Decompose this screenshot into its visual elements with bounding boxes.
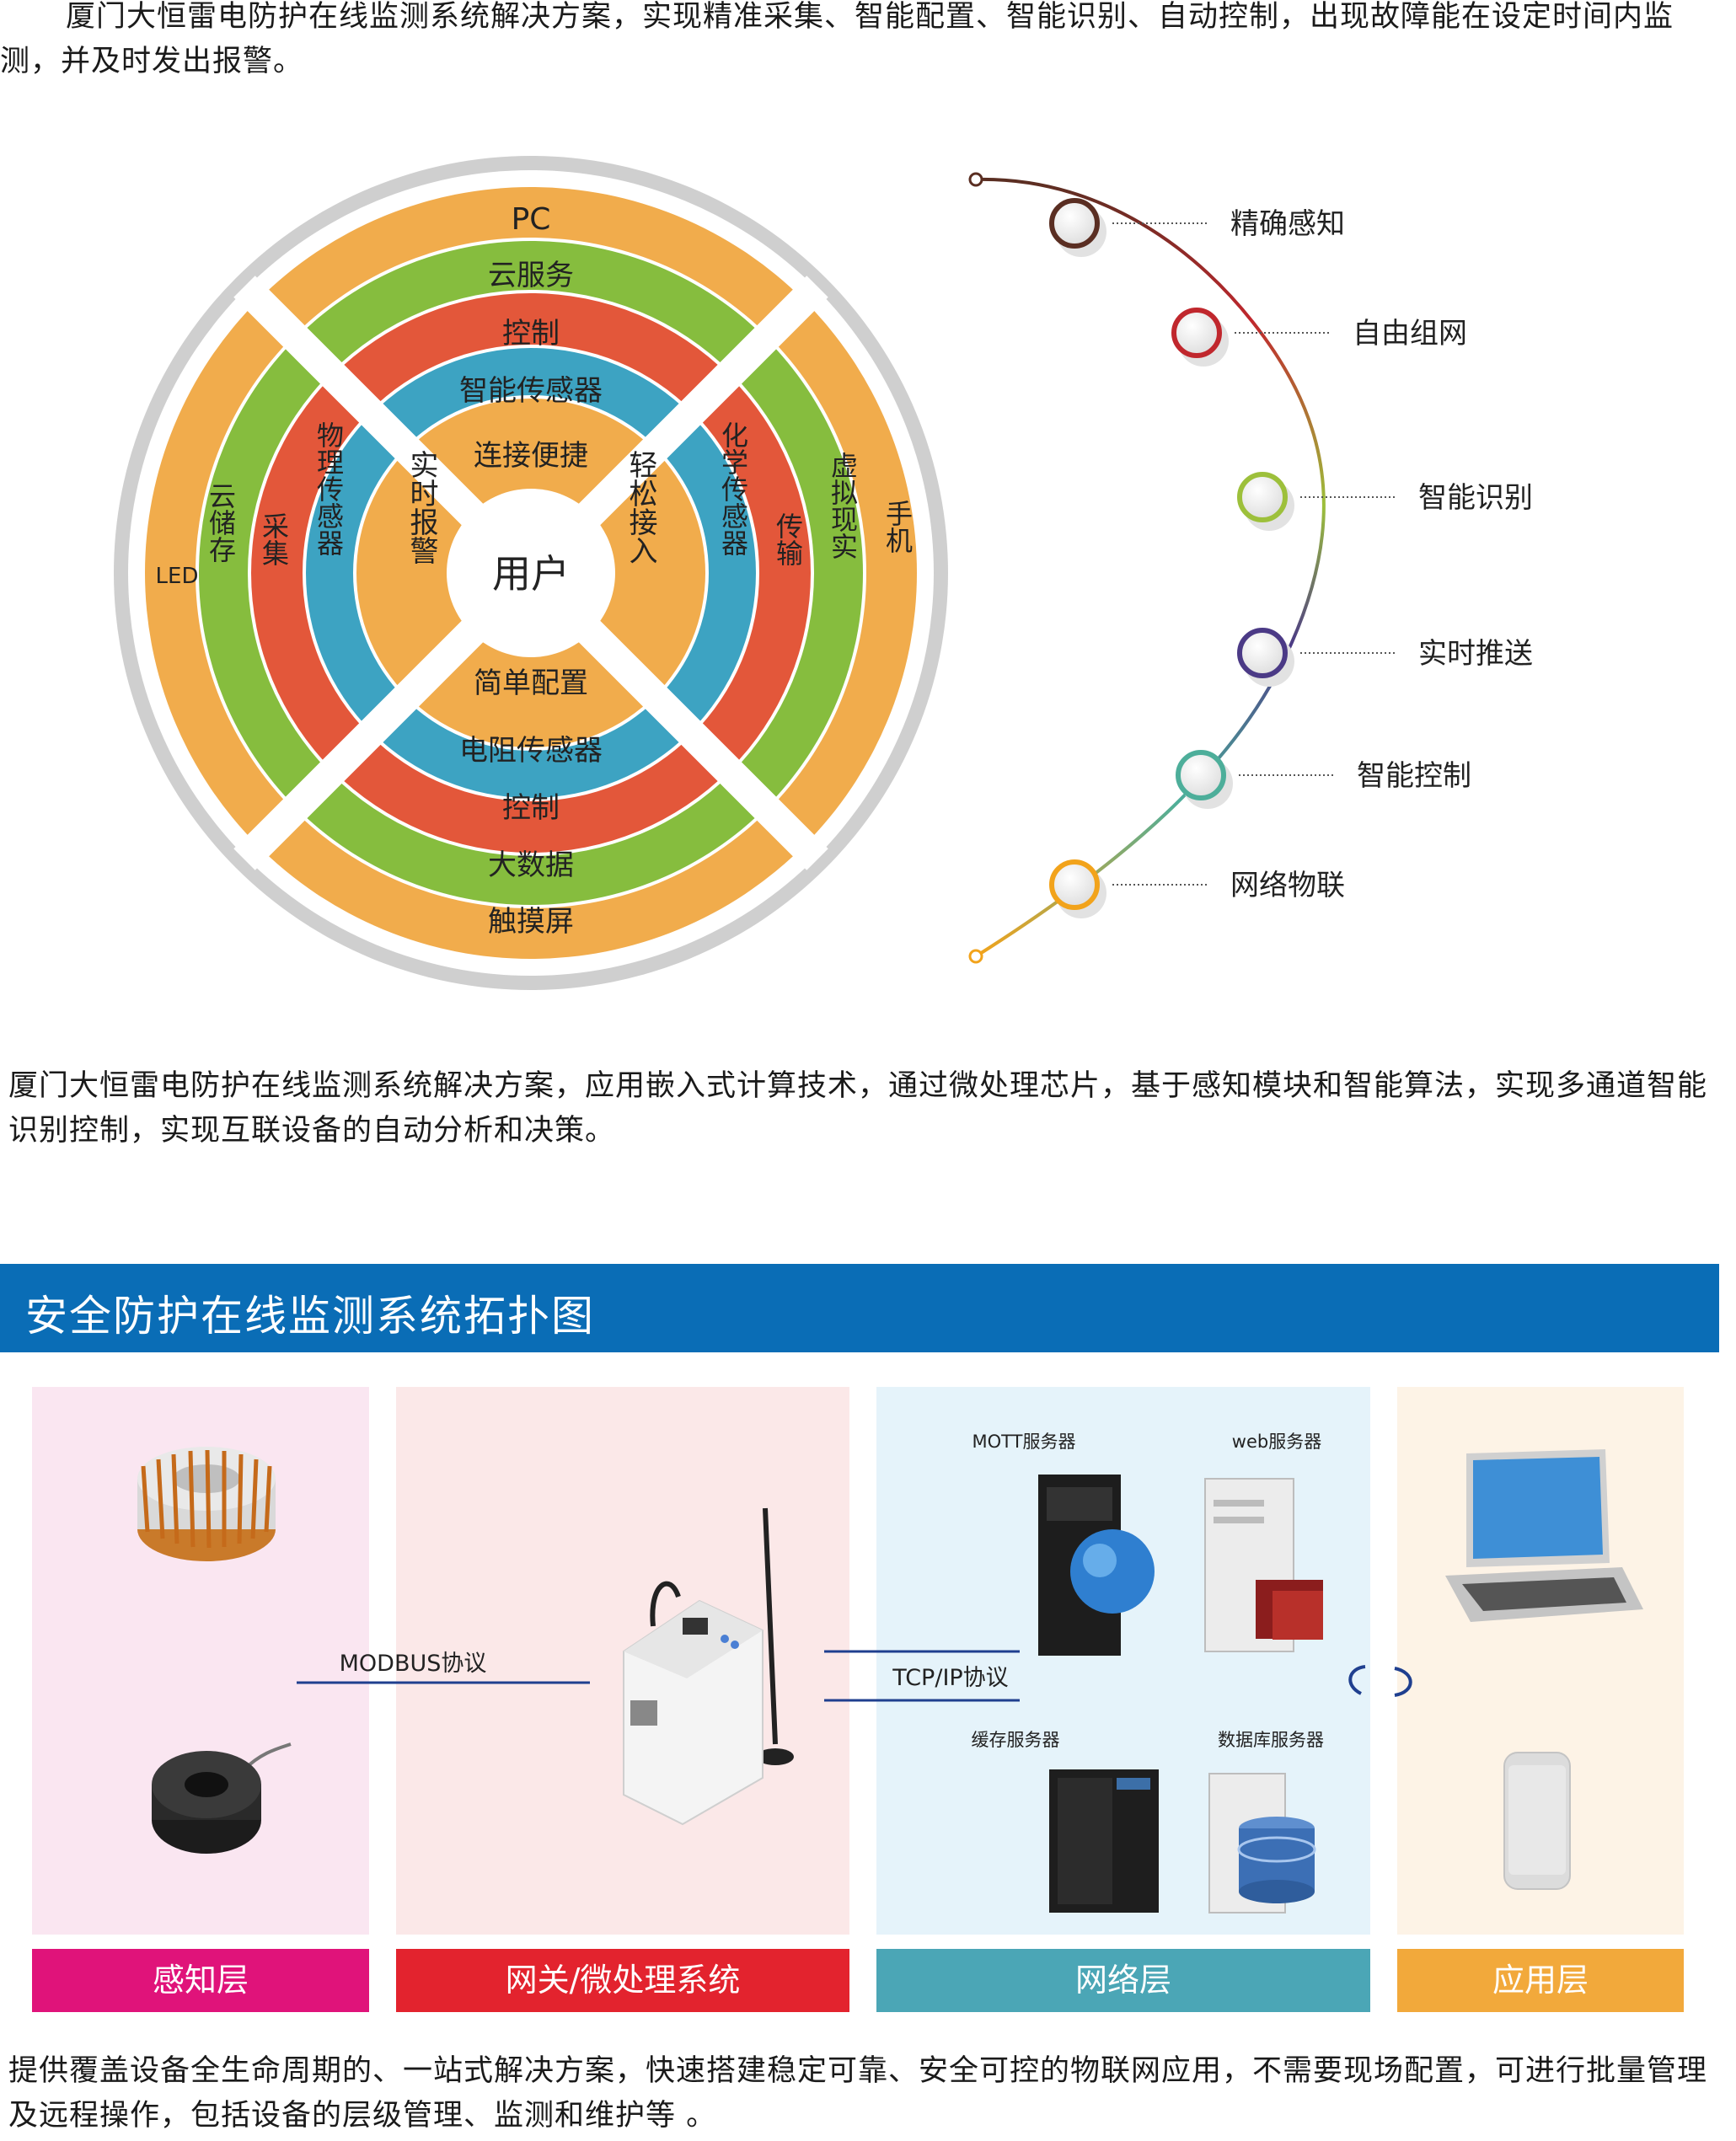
layer-label: 应用层 xyxy=(1492,1962,1589,1999)
feature-node: 智能控制 xyxy=(1176,750,1471,809)
feature-node-circle xyxy=(1237,472,1288,522)
ring4-top-label: 云服务 xyxy=(488,259,574,292)
arc-end-dot xyxy=(968,949,983,964)
intro-paragraph: 厦门大恒雷电防护在线监测系统解决方案，实现精准采集、智能配置、智能识别、自动控制… xyxy=(0,0,1674,78)
ring5-bottom-label: 触摸屏 xyxy=(488,905,574,939)
feature-label: 自由组网 xyxy=(1353,317,1467,351)
feature-node: 智能识别 xyxy=(1237,472,1533,531)
ring2-left-label: 物理传感器 xyxy=(313,421,345,556)
topology-title-banner: 安全防护在线监测系统拓扑图 xyxy=(0,1264,1719,1352)
coil-sensor-icon xyxy=(137,1447,276,1561)
ring4-right-label: 虚拟现实 xyxy=(827,452,859,559)
tcpip-label: TCP/IP协议 xyxy=(892,1665,1008,1691)
bottom-paragraph: 提供覆盖设备全生命周期的、一站式解决方案，快速搭建稳定可靠、安全可控的物联网应用… xyxy=(8,2054,1708,2133)
layer-perception: 感知层 xyxy=(32,1949,369,2012)
ring3-top-label: 控制 xyxy=(502,317,560,351)
laptop-icon xyxy=(1445,1449,1643,1622)
ring1-right-label: 轻松接入 xyxy=(624,450,657,565)
gateway-device-icon xyxy=(623,1507,794,1826)
ring5-top-label: PC xyxy=(512,202,551,237)
feature-node: 精确感知 xyxy=(1049,198,1345,257)
mott-server-icon xyxy=(1038,1475,1155,1656)
ring5-left-label: LED xyxy=(156,564,199,589)
modbus-label: MODBUS协议 xyxy=(340,1651,487,1677)
db-server-icon xyxy=(1208,1773,1316,1914)
ring1-left-label: 实时报警 xyxy=(405,450,438,565)
ring2-top-label: 智能传感器 xyxy=(459,374,603,408)
ring4-left-label: 云储存 xyxy=(205,482,237,563)
arc-start-dot xyxy=(968,172,983,187)
feature-node: 网络物联 xyxy=(1049,859,1345,918)
ring3-bottom-label: 控制 xyxy=(502,791,560,825)
feature-node-circle xyxy=(1237,628,1288,678)
web-server-label: web服务器 xyxy=(1232,1432,1321,1452)
layer-application: 应用层 xyxy=(1397,1949,1684,2012)
cache-server-label: 缓存服务器 xyxy=(972,1730,1060,1750)
ring3-right-label: 传输 xyxy=(772,512,804,566)
ring4-bottom-label: 大数据 xyxy=(488,848,574,882)
ring3-left-label: 采集 xyxy=(258,512,290,566)
feature-node-circle xyxy=(1176,750,1226,800)
ring1-top-label: 连接便捷 xyxy=(474,439,588,473)
phone-icon xyxy=(1503,1752,1571,1890)
web-server-icon xyxy=(1204,1478,1323,1652)
layer-label: 网关/微处理系统 xyxy=(505,1962,741,1999)
layer-label: 感知层 xyxy=(152,1962,249,1999)
arc-line xyxy=(974,177,1326,958)
feature-label: 网络物联 xyxy=(1230,869,1345,902)
feature-node: 实时推送 xyxy=(1237,628,1533,687)
feature-label: 精确感知 xyxy=(1230,207,1345,241)
ring1-bottom-label: 简单配置 xyxy=(474,666,588,700)
db-server-label: 数据库服务器 xyxy=(1218,1730,1324,1750)
feature-node-circle xyxy=(1049,859,1100,910)
wheel-center-label: 用户 xyxy=(492,551,570,597)
layer-gateway: 网关/微处理系统 xyxy=(396,1949,849,2012)
ring2-right-label: 化学传感器 xyxy=(717,421,749,556)
ring5-right-label: 手机 xyxy=(881,500,914,554)
feature-label: 智能识别 xyxy=(1418,481,1533,515)
second-paragraph: 厦门大恒雷电防护在线监测系统解决方案，应用嵌入式计算技术，通过微处理芯片，基于感… xyxy=(8,1069,1708,1148)
center-circle xyxy=(457,499,605,647)
topology-title: 安全防护在线监测系统拓扑图 xyxy=(25,1292,595,1341)
ring2-bottom-label: 电阻传感器 xyxy=(459,734,603,768)
layer-network: 网络层 xyxy=(876,1949,1370,2012)
feature-label: 实时推送 xyxy=(1418,637,1533,671)
layer-label: 网络层 xyxy=(1074,1962,1171,1999)
mott-server-label: MOTT服务器 xyxy=(972,1432,1076,1452)
feature-label: 智能控制 xyxy=(1357,759,1471,793)
topology-graphics: MODBUS协议 TCP/IP协议 MOTT服务器 web服务器 缓存服务器 数… xyxy=(137,1432,1643,1914)
feature-node-circle xyxy=(1171,308,1222,358)
cache-server-icon xyxy=(1049,1769,1159,1913)
feature-node: 自由组网 xyxy=(1171,308,1467,367)
wheel-diagram: 用户 连接便捷 简单配置 实时报警 轻松接入 智能传感器 电阻传感器 物理传感器… xyxy=(114,156,948,990)
ct-sensor-icon xyxy=(152,1742,292,1854)
sync-icon xyxy=(1348,1665,1412,1697)
feature-node-circle xyxy=(1049,198,1100,249)
